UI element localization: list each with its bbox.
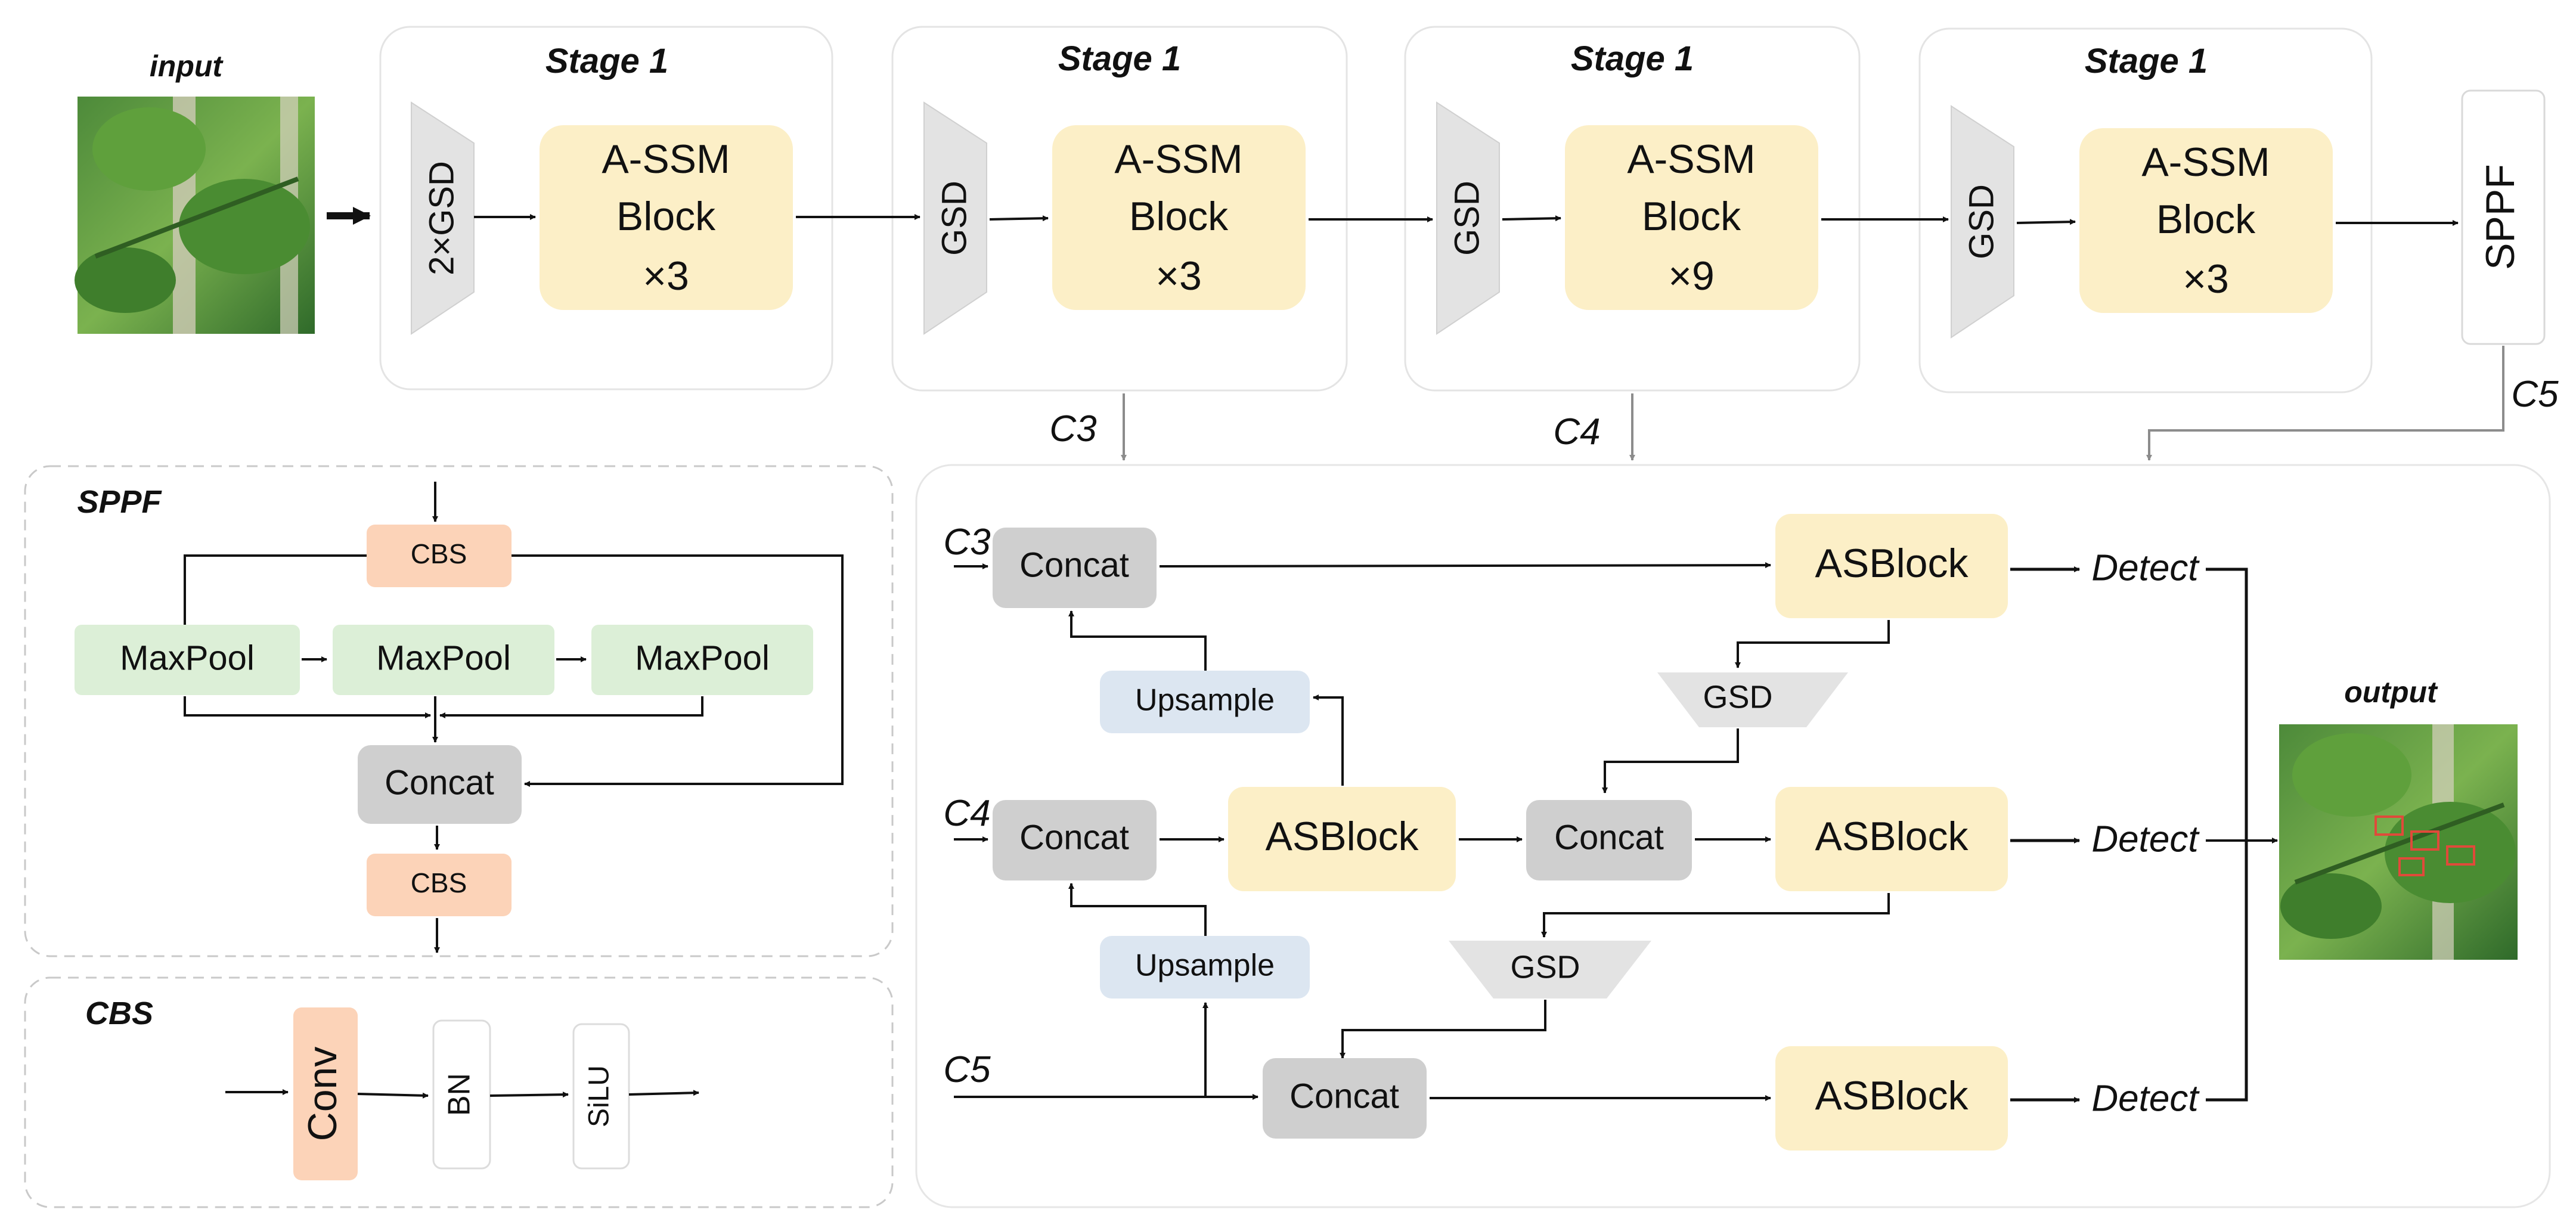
sppf-cbs-bottom-label: CBS bbox=[411, 867, 467, 898]
concat-row1 bbox=[993, 528, 1157, 608]
gsd-trapezoid-2 bbox=[1449, 941, 1651, 999]
downsample-gsd-3-label: GSD bbox=[1447, 181, 1486, 256]
cbs-detail-title: CBS bbox=[85, 996, 153, 1031]
silu-block-label: SiLU bbox=[584, 1065, 615, 1127]
concat-row2-mid-label: Concat bbox=[1554, 818, 1664, 857]
c5-label-neck: C5 bbox=[943, 1049, 991, 1090]
assm-block-3-line2: Block bbox=[1642, 194, 1741, 239]
assm-block-1 bbox=[540, 125, 793, 310]
input-label: input bbox=[150, 49, 224, 83]
downsample-gsd-2-label: GSD bbox=[935, 181, 974, 256]
bn-block-label: BN bbox=[442, 1073, 477, 1116]
sppf-concat bbox=[358, 745, 522, 824]
downsample-2xgsd-label: 2×GSD bbox=[422, 161, 461, 275]
assm-block-3-repeat: ×9 bbox=[1668, 253, 1715, 299]
sppf-detail-title: SPPF bbox=[77, 484, 162, 520]
sppf-block bbox=[2461, 89, 2546, 345]
silu-block bbox=[572, 1023, 630, 1170]
assm-block-3-line1: A-SSM bbox=[1627, 137, 1755, 182]
gsd-trapezoid-1-label: GSD bbox=[1703, 679, 1772, 715]
upsample-2-label: Upsample bbox=[1135, 948, 1275, 983]
detect-row3: Detect bbox=[2091, 1078, 2200, 1119]
concat-row3 bbox=[1263, 1058, 1427, 1139]
maxpool-1-label: MaxPool bbox=[120, 638, 255, 677]
gsd-trapezoid-1 bbox=[1657, 672, 1848, 727]
asblock-row2-left bbox=[1228, 787, 1456, 891]
assm-block-2 bbox=[1052, 125, 1306, 310]
assm-block-3 bbox=[1565, 125, 1818, 310]
input-image bbox=[75, 97, 315, 334]
detect-row2: Detect bbox=[2091, 818, 2200, 860]
asblock-row2-right bbox=[1775, 787, 2008, 891]
output-image bbox=[2279, 724, 2518, 960]
assm-block-4-repeat: ×3 bbox=[2183, 256, 2229, 302]
concat-row3-label: Concat bbox=[1289, 1077, 1399, 1115]
maxpool-3-label: MaxPool bbox=[635, 638, 770, 677]
c4-label-top: C4 bbox=[1553, 411, 1600, 452]
downsample-2xgsd bbox=[411, 101, 475, 335]
stage-title-1: Stage 1 bbox=[545, 42, 668, 80]
neck-panel bbox=[915, 464, 2551, 1208]
upsample-2 bbox=[1100, 936, 1310, 999]
sppf-cbs-bottom bbox=[367, 854, 512, 916]
asblock-row1-label: ASBlock bbox=[1815, 541, 1969, 586]
asblock-row2-right-label: ASBlock bbox=[1815, 814, 1969, 859]
assm-block-4-line1: A-SSM bbox=[2141, 139, 2270, 185]
maxpool-2-label: MaxPool bbox=[376, 638, 511, 677]
sppf-concat-label: Concat bbox=[385, 763, 494, 802]
c5-label-top: C5 bbox=[2511, 374, 2559, 415]
stage-title-4: Stage 1 bbox=[2085, 42, 2208, 80]
assm-block-4 bbox=[2079, 128, 2333, 313]
output-label: output bbox=[2344, 675, 2438, 709]
assm-block-1-line1: A-SSM bbox=[602, 137, 730, 182]
concat-row2 bbox=[993, 800, 1157, 880]
sppf-cbs-top bbox=[367, 525, 512, 587]
conv-block bbox=[293, 1007, 358, 1180]
maxpool-2 bbox=[333, 625, 554, 695]
c3-label-neck: C3 bbox=[943, 522, 990, 563]
stage-title-3: Stage 1 bbox=[1571, 39, 1694, 78]
asblock-row1 bbox=[1775, 514, 2008, 618]
c4-label-neck: C4 bbox=[943, 793, 990, 834]
c3-label-top: C3 bbox=[1049, 408, 1096, 449]
concat-row2-mid bbox=[1526, 800, 1692, 880]
downsample-gsd-3 bbox=[1436, 101, 1500, 335]
detect-row1: Detect bbox=[2091, 547, 2200, 588]
assm-block-2-line1: A-SSM bbox=[1114, 137, 1242, 182]
asblock-row3-label: ASBlock bbox=[1815, 1073, 1969, 1118]
assm-block-1-line2: Block bbox=[616, 194, 716, 239]
maxpool-1 bbox=[75, 625, 300, 695]
upsample-1-label: Upsample bbox=[1135, 683, 1275, 718]
asblock-row3 bbox=[1775, 1046, 2008, 1151]
downsample-gsd-4-label: GSD bbox=[1962, 184, 2001, 259]
sppf-block-label: SPPF bbox=[2478, 164, 2523, 270]
assm-block-4-line2: Block bbox=[2156, 197, 2256, 242]
sppf-cbs-top-label: CBS bbox=[411, 538, 467, 569]
concat-row2-label: Concat bbox=[1019, 818, 1129, 857]
sppf-detail-panel bbox=[24, 465, 894, 957]
asblock-row2-left-label: ASBlock bbox=[1266, 814, 1419, 859]
concat-row1-label: Concat bbox=[1019, 545, 1129, 584]
maxpool-3 bbox=[591, 625, 813, 695]
gsd-trapezoid-2-label: GSD bbox=[1510, 949, 1580, 985]
downsample-gsd-2 bbox=[923, 101, 987, 335]
conv-block-label: Conv bbox=[300, 1047, 345, 1142]
upsample-1 bbox=[1100, 671, 1310, 733]
assm-block-2-repeat: ×3 bbox=[1155, 253, 1202, 299]
assm-block-2-line2: Block bbox=[1129, 194, 1229, 239]
assm-block-1-repeat: ×3 bbox=[643, 253, 689, 299]
downsample-gsd-4 bbox=[1951, 105, 2014, 339]
stage-title-2: Stage 1 bbox=[1058, 39, 1181, 78]
